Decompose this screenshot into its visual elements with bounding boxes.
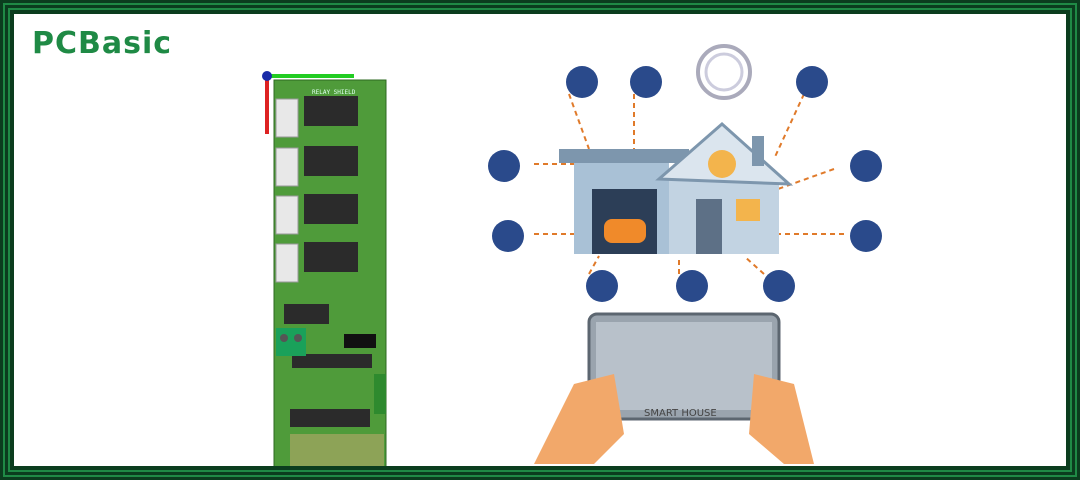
tablet-label: SMART HOUSE — [644, 408, 717, 419]
image-canvas: PCBasic RELAY SHIELD — [14, 14, 1066, 466]
inner-border — [8, 8, 1072, 472]
outer-border — [3, 3, 1077, 477]
brand-logo: PCBasic — [32, 26, 173, 61]
pcb-silkscreen: RELAY SHIELD — [312, 89, 356, 96]
relay-pcb-illustration: RELAY SHIELD — [262, 71, 387, 466]
smart-home-illustration: SMART HOUSE — [488, 44, 882, 464]
